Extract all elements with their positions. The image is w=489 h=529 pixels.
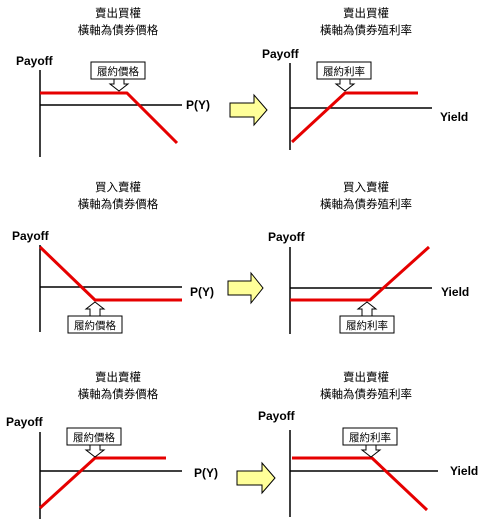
- panel-long-put-price: 買入賣權 橫軸為債券價格 Payoff P(Y) 履約價格: [12, 180, 214, 334]
- y-axis-label: Payoff: [12, 229, 50, 243]
- payoff-line: [290, 245, 431, 302]
- callout-label: 履約價格: [73, 431, 115, 444]
- strike-callout: 履約利率: [316, 61, 372, 92]
- x-axis-label: Yield: [450, 464, 478, 478]
- panel-short-call-price: 賣出買權 橫軸為債券價格 Payoff P(Y) 履約價格: [16, 6, 210, 157]
- x-axis-label: P(Y): [186, 98, 210, 112]
- x-axis-label: P(Y): [194, 466, 218, 480]
- panel-caption-title: 賣出買權: [343, 6, 389, 20]
- strike-callout: 履約價格: [66, 427, 122, 458]
- panel-short-put-price: 賣出賣權 橫軸為債券價格 Payoff P(Y) 履約價格: [6, 370, 218, 519]
- panel-short-call-yield: 賣出買權 橫軸為債券殖利率 Payoff Yield 履約利率: [262, 6, 468, 150]
- payoff-line: [40, 91, 179, 145]
- panel-caption-subtitle: 橫軸為債券殖利率: [320, 197, 412, 211]
- callout-label: 履約價格: [97, 65, 139, 78]
- panel-caption-title: 賣出買權: [95, 6, 141, 20]
- strike-callout: 履約利率: [342, 427, 398, 458]
- panel-caption-title: 買入賣權: [343, 180, 389, 194]
- y-axis-label: Payoff: [268, 230, 306, 244]
- transform-arrow-icon: [227, 271, 264, 305]
- y-axis-label: Payoff: [262, 47, 300, 61]
- payoff-line: [38, 456, 166, 510]
- panel-caption-subtitle: 橫軸為債券價格: [78, 23, 159, 37]
- callout-pointer: [334, 78, 356, 92]
- callout-box: [339, 315, 395, 334]
- panel-caption-subtitle: 橫軸為債券價格: [78, 197, 159, 211]
- panel-caption-subtitle: 橫軸為債券殖利率: [320, 387, 412, 401]
- x-axis-label: Yield: [441, 285, 469, 299]
- callout-pointer: [108, 78, 130, 92]
- callout-label: 履約利率: [346, 319, 388, 332]
- payoff-line: [290, 91, 418, 144]
- callout-label: 履約利率: [349, 431, 391, 444]
- transform-arrow-icon: [236, 461, 276, 495]
- y-axis-label: Payoff: [16, 54, 54, 68]
- y-axis-label: Payoff: [6, 415, 44, 429]
- callout-label: 履約價格: [74, 319, 116, 332]
- strike-callout: 履約價格: [67, 301, 123, 334]
- panel-long-put-yield: 買入賣權 橫軸為債券殖利率 Payoff Yield 履約利率: [268, 180, 469, 334]
- panel-short-put-yield: 賣出賣權 橫軸為債券殖利率 Payoff Yield 履約利率: [258, 370, 478, 517]
- strike-callout: 履約利率: [339, 301, 395, 334]
- row-3: 賣出賣權 橫軸為債券價格 Payoff P(Y) 履約價格 賣出賣權 橫軸為債券…: [6, 370, 478, 519]
- payoff-line: [292, 456, 429, 512]
- panel-caption-title: 賣出賣權: [343, 370, 389, 384]
- callout-label: 履約利率: [323, 65, 365, 78]
- callout-pointer: [84, 444, 106, 458]
- panel-caption-title: 賣出賣權: [95, 370, 141, 384]
- panel-caption-title: 買入賣權: [95, 180, 141, 194]
- x-axis-label: Yield: [440, 110, 468, 124]
- x-axis-label: P(Y): [190, 285, 214, 299]
- y-axis-label: Payoff: [258, 409, 296, 423]
- callout-pointer: [84, 301, 106, 317]
- callout-pointer: [356, 301, 378, 317]
- panel-caption-subtitle: 橫軸為債券殖利率: [320, 23, 412, 37]
- callout-pointer: [360, 444, 382, 458]
- row-1: 賣出買權 橫軸為債券價格 Payoff P(Y) 履約價格 賣出買權 橫軸為債券…: [16, 6, 468, 157]
- panel-caption-subtitle: 橫軸為債券價格: [78, 387, 159, 401]
- callout-box: [67, 315, 123, 334]
- row-2: 買入賣權 橫軸為債券價格 Payoff P(Y) 履約價格 買入賣權 橫軸為債券…: [12, 180, 469, 334]
- strike-callout: 履約價格: [90, 61, 146, 92]
- payoff-line: [38, 245, 182, 302]
- transform-arrow-icon: [229, 93, 268, 127]
